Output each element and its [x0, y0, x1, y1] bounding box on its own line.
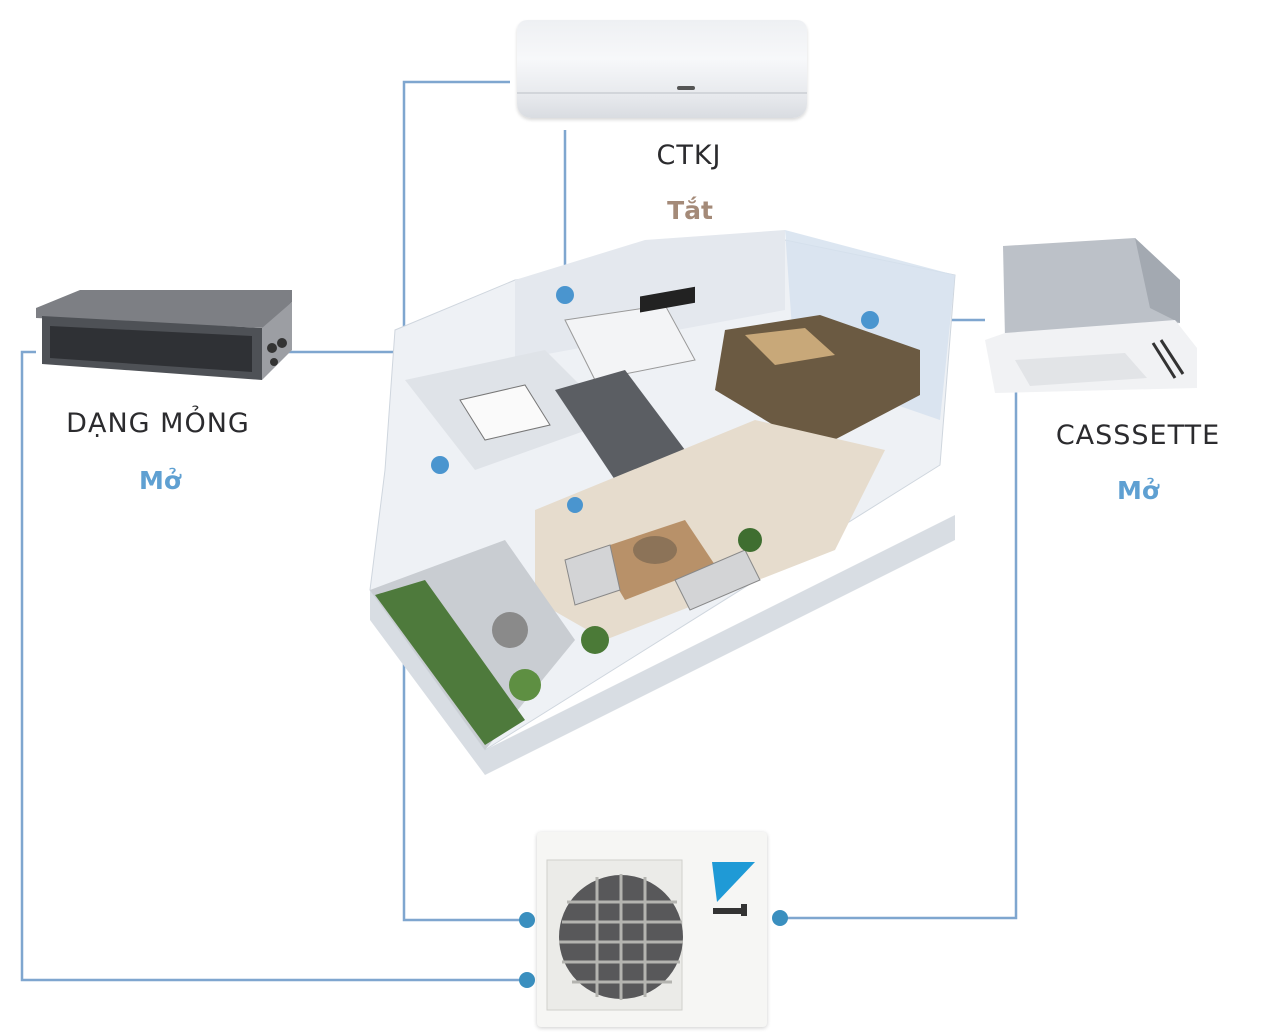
- unit-label-ducted: DẠNG MỎNG: [66, 408, 250, 439]
- outdoor-condenser-unit-icon[interactable]: [537, 832, 767, 1027]
- connector-outdoor-right: [772, 910, 788, 926]
- wall-unit-logo: [677, 86, 695, 90]
- connector-outdoor-upper-left: [519, 912, 535, 928]
- status-cassette[interactable]: Mở: [1116, 476, 1160, 505]
- pipe-ducted: [20, 350, 520, 982]
- wall-mounted-unit-icon[interactable]: [517, 20, 807, 118]
- unit-label-ctkj: CTKJ: [656, 140, 722, 171]
- wall-unit-vent: [517, 92, 807, 94]
- daikin-logo: [712, 862, 755, 902]
- status-ducted[interactable]: Mở: [138, 466, 182, 495]
- pipe-cassette: [786, 385, 1018, 920]
- cassette-unit-icon[interactable]: [975, 228, 1200, 398]
- ducted-unit-icon[interactable]: [30, 288, 295, 383]
- status-ctkj[interactable]: Tắt: [667, 196, 713, 225]
- connector-outdoor-lower-left: [519, 972, 535, 988]
- isometric-house-cutaway-image: [365, 220, 965, 780]
- unit-label-cassette: CASSSETTE: [1055, 420, 1221, 451]
